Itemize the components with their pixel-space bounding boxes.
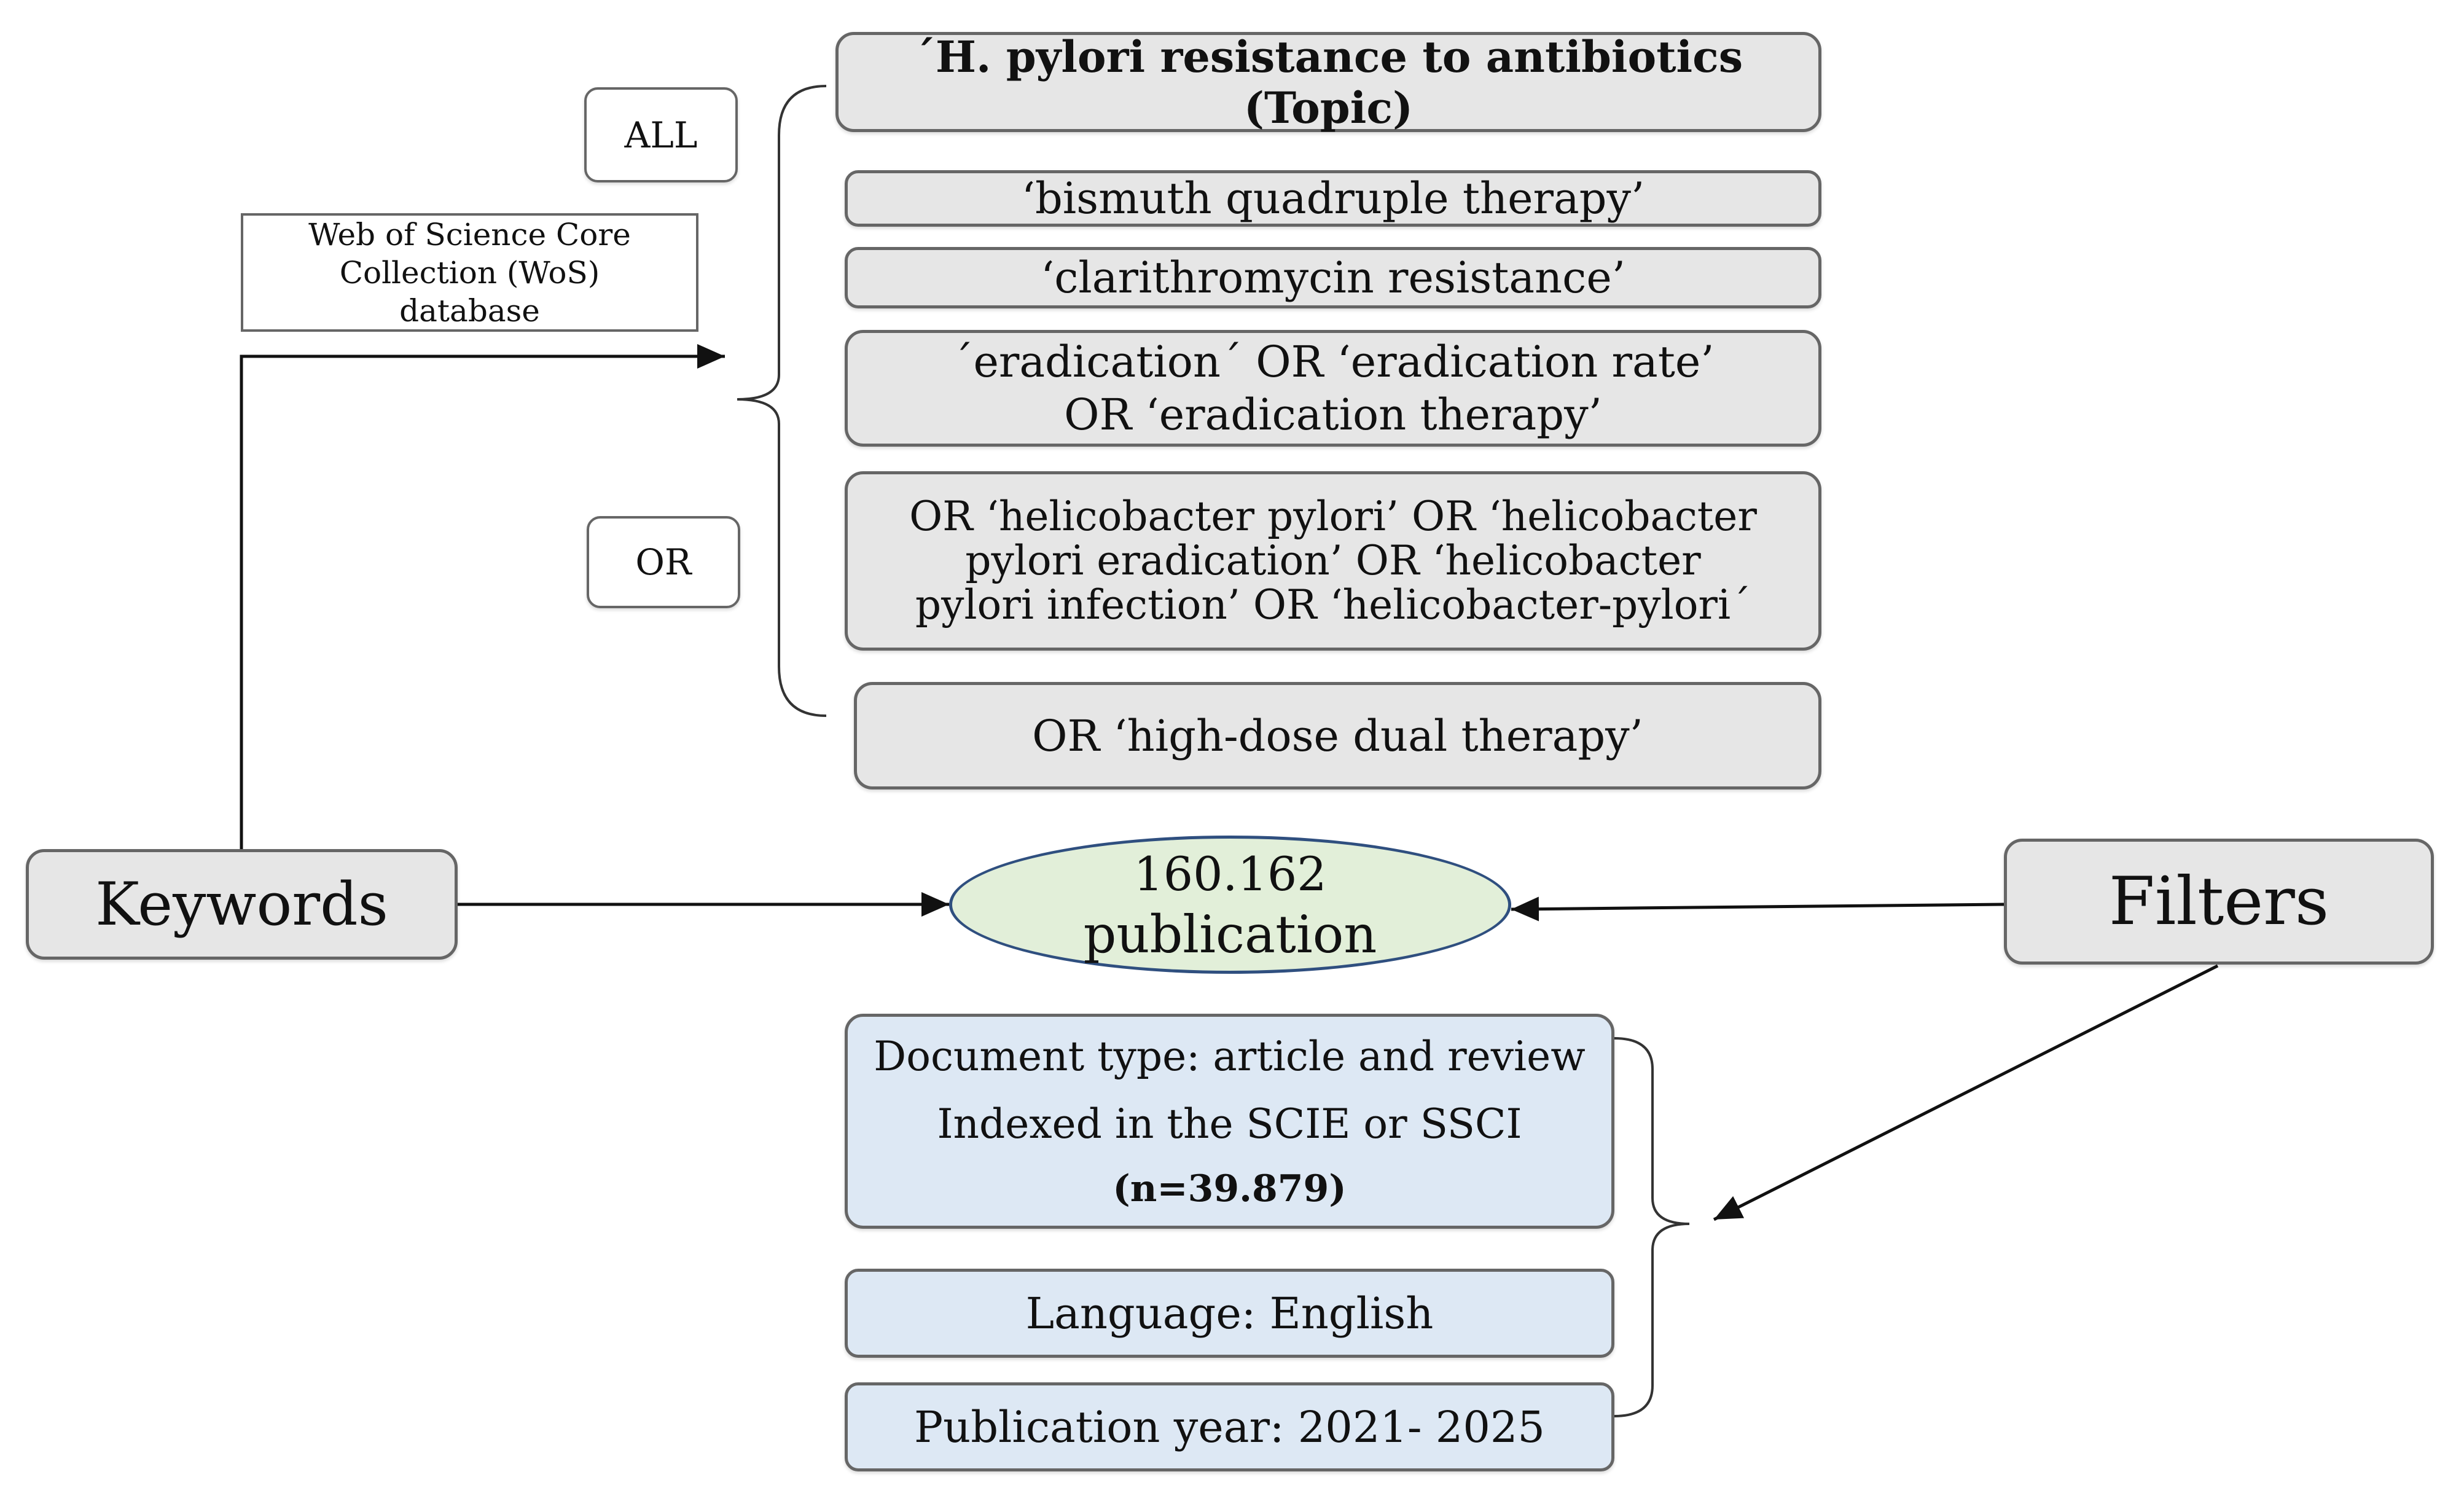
all-operator-label: ALL: [624, 114, 698, 156]
topic-term-box: OR ‘helicobacter pylori’ OR ‘helicobacte…: [845, 471, 1821, 651]
keywords-label: Keywords: [95, 870, 388, 939]
topic-term-text: ‘bismuth quadruple therapy’: [1021, 173, 1645, 224]
topic-term-box: OR ‘high-dose dual therapy’: [854, 682, 1821, 789]
filter-document-type-box: Document type: article and review Indexe…: [845, 1014, 1614, 1229]
database-label: Web of Science Core Collection (WoS) dat…: [308, 216, 631, 329]
publication-unit: publication: [1083, 904, 1377, 965]
filter-year: Publication year: 2021- 2025: [914, 1401, 1545, 1452]
filters-to-criteria-arrow: [1713, 964, 2219, 1221]
keywords-box: Keywords: [26, 849, 458, 960]
topic-term-text: ‘clarithromycin resistance’: [1040, 253, 1626, 303]
topic-term-box: ´eradication´ OR ‘eradication rate’ OR ‘…: [845, 330, 1821, 447]
filter-language-box: Language: English: [845, 1269, 1614, 1358]
topic-term-text: OR ‘high-dose dual therapy’: [1032, 710, 1643, 761]
filter-document-type: Document type: article and review: [874, 1033, 1586, 1080]
publication-count: 160.162: [1133, 846, 1327, 901]
or-operator-box: OR: [587, 516, 740, 608]
filter-index: Indexed in the SCIE or SSCI: [937, 1100, 1522, 1148]
topic-term-text: ´H. pylori resistance to antibiotics (To…: [913, 31, 1743, 133]
topic-terms-bracket: [737, 85, 827, 717]
filters-to-publication-arrow: [1511, 896, 2004, 922]
or-operator-label: OR: [635, 541, 692, 583]
publication-count-ellipse: 160.162 publication: [949, 836, 1511, 974]
topic-term-text: ´eradication´ OR ‘eradication rate’ OR ‘…: [952, 337, 1715, 440]
filter-language: Language: English: [1025, 1288, 1434, 1339]
all-operator-box: ALL: [584, 87, 738, 182]
keywords-to-topics-arrow: [240, 344, 725, 849]
topic-term-text: OR ‘helicobacter pylori’ OR ‘helicobacte…: [909, 493, 1757, 629]
filters-box: Filters: [2004, 839, 2434, 965]
filter-year-box: Publication year: 2021- 2025: [845, 1382, 1614, 1471]
topic-term-box: ´H. pylori resistance to antibiotics (To…: [835, 31, 1821, 133]
filter-count: (n=39.879): [1113, 1167, 1347, 1210]
topic-term-box: ‘clarithromycin resistance’: [845, 247, 1821, 308]
topic-term-box: ‘bismuth quadruple therapy’: [845, 170, 1821, 227]
filter-criteria-bracket: [1614, 1037, 1690, 1417]
filters-label: Filters: [2108, 863, 2329, 940]
database-box: Web of Science Core Collection (WoS) dat…: [241, 213, 698, 332]
